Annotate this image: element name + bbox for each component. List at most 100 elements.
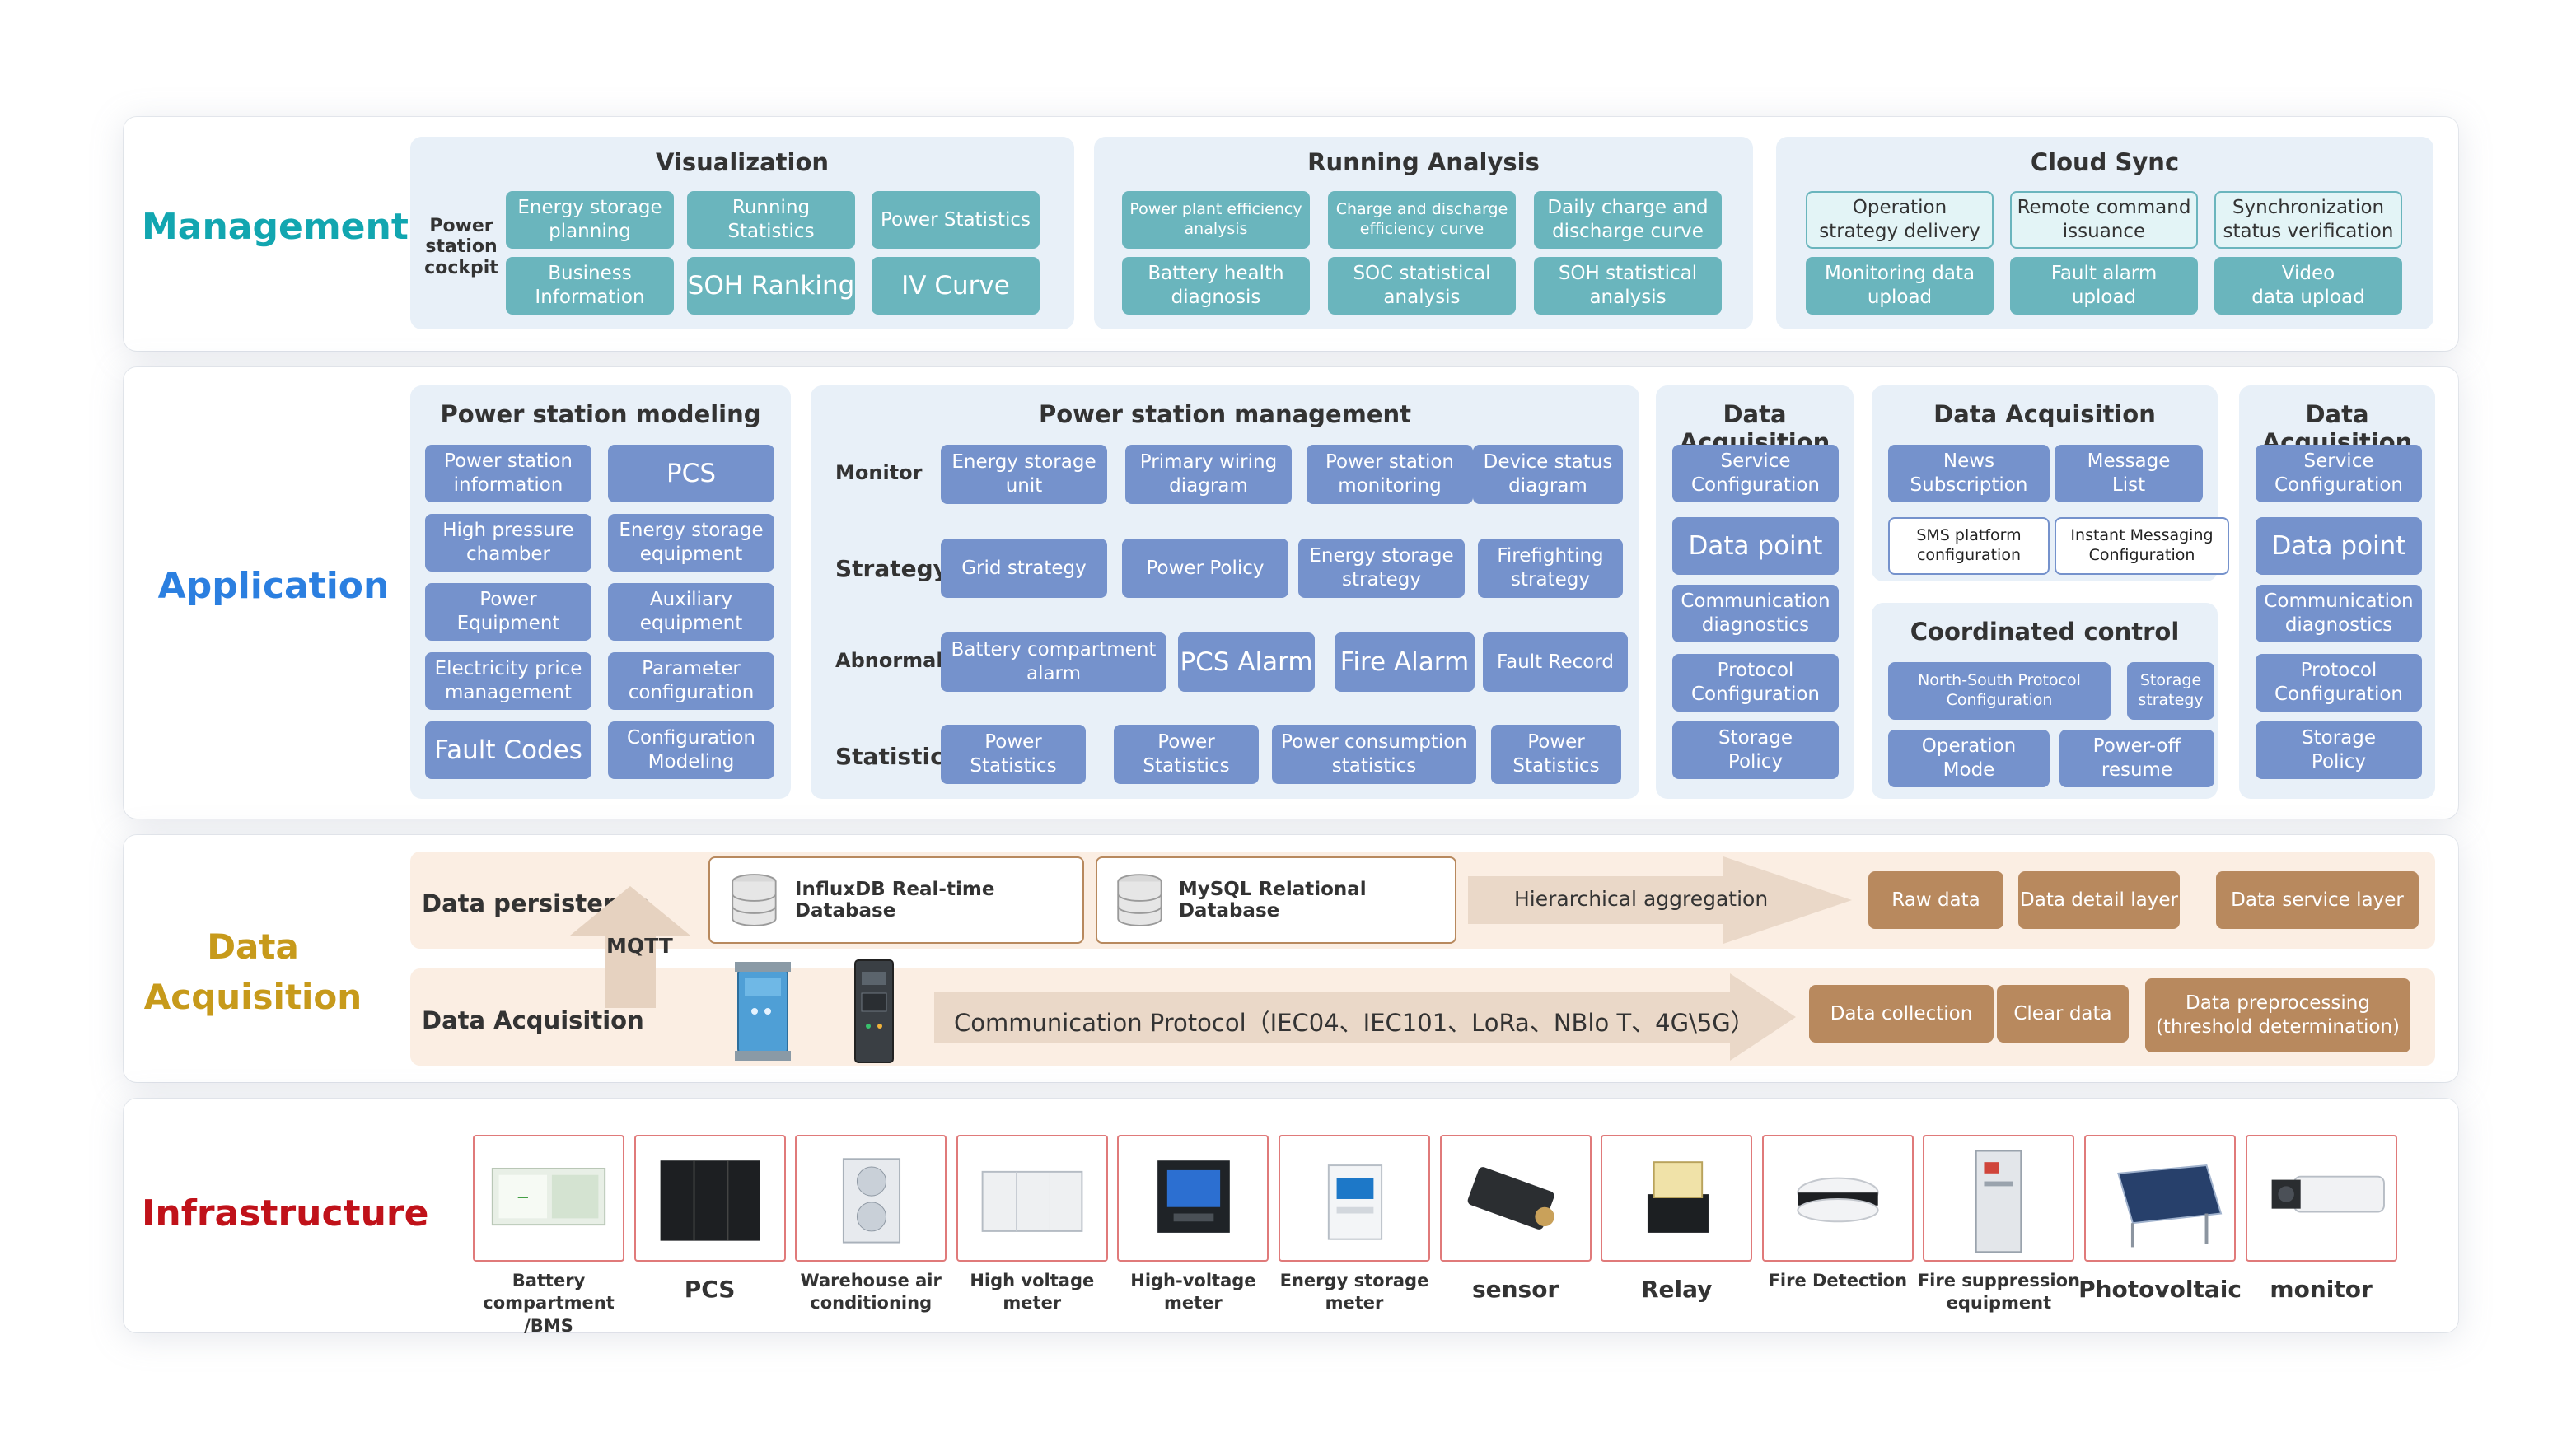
- power-station-cockpit-label: Power station cockpit: [424, 216, 498, 278]
- device-card-warehouse-air-conditioning[interactable]: [795, 1135, 947, 1262]
- cloud-sync-synchronization-status-verification[interactable]: Synchronization status verification: [2214, 191, 2402, 249]
- running-analysis-daily-charge-and-discharge-curve[interactable]: Daily charge and discharge curve: [1534, 191, 1722, 249]
- cloud-sync-video-data-upload[interactable]: Video data upload: [2214, 257, 2402, 315]
- modeling-high-pressure-chamber[interactable]: High pressure chamber: [425, 514, 591, 572]
- management-abnormal-fire-alarm[interactable]: Fire Alarm: [1335, 632, 1475, 692]
- cloud-sync-fault-alarm-upload[interactable]: Fault alarm upload: [2010, 257, 2198, 315]
- coordinated-storage-strategy[interactable]: Storage strategy: [2127, 662, 2214, 720]
- data-step-data-preprocessing-threshold-determination[interactable]: Data preprocessing (threshold determinat…: [2145, 978, 2410, 1052]
- device-card-fire-detection[interactable]: [1761, 1135, 1914, 1262]
- management-monitor-primary-wiring-diagram[interactable]: Primary wiring diagram: [1125, 445, 1292, 504]
- management-statistics-power-statistics[interactable]: Power Statistics: [1491, 725, 1621, 784]
- device-card-high-voltage-meter[interactable]: [1117, 1135, 1269, 1262]
- running-analysis-power-plant-efficiency-analysis[interactable]: Power plant efficiency analysis: [1122, 191, 1310, 249]
- device-card-sensor[interactable]: [1439, 1135, 1592, 1262]
- visualization-soh-ranking[interactable]: SOH Ranking: [687, 257, 855, 315]
- acq-left-service-configuration[interactable]: Service Configuration: [1672, 445, 1839, 502]
- management-abnormal-battery-compartment-alarm[interactable]: Battery compartment alarm: [941, 632, 1166, 692]
- acq-right-protocol-configuration[interactable]: Protocol Configuration: [2256, 654, 2422, 712]
- device-card-high-voltage-meter[interactable]: [956, 1135, 1108, 1262]
- device-card-pcs[interactable]: [633, 1135, 786, 1262]
- management-strategy-energy-storage-strategy[interactable]: Energy storage strategy: [1298, 539, 1465, 598]
- hv-cabinet-icon: [981, 1170, 1083, 1232]
- coordinated-north-south-protocol-configuration[interactable]: North-South Protocol Configuration: [1888, 662, 2111, 720]
- coordinated-control-title: Coordinated control: [1910, 618, 2180, 646]
- management-statistics-power-consumption-statistics[interactable]: Power consumption statistics: [1272, 725, 1476, 784]
- data-layer-data-detail-layer[interactable]: Data detail layer: [2018, 871, 2180, 929]
- modeling-electricity-price-management[interactable]: Electricity price management: [425, 652, 591, 710]
- coordinated-power-off-resume[interactable]: Power-off resume: [2059, 730, 2214, 787]
- mysql-label: MySQL Relational Database: [1178, 879, 1367, 922]
- management-statistics-power-statistics[interactable]: Power Statistics: [1114, 725, 1259, 784]
- device-label: High voltage meter: [970, 1271, 1095, 1314]
- device-card-photovoltaic[interactable]: [2084, 1135, 2236, 1262]
- cloud-sync-operation-strategy-delivery[interactable]: Operation strategy delivery: [1806, 191, 1994, 249]
- visualization-energy-storage-planning[interactable]: Energy storage planning: [506, 191, 674, 249]
- device-label: sensor: [1471, 1276, 1559, 1303]
- device-label: Photovoltaic: [2078, 1276, 2242, 1303]
- data-step-data-collection[interactable]: Data collection: [1809, 985, 1994, 1043]
- acq-left-communication-diagnostics[interactable]: Communication diagnostics: [1672, 585, 1839, 642]
- cloud-sync-monitoring-data-upload[interactable]: Monitoring data upload: [1806, 257, 1994, 315]
- acq-mid-instant-messaging-configuration[interactable]: Instant Messaging Configuration: [2055, 517, 2229, 575]
- cloud-sync-remote-command-issuance[interactable]: Remote command issuance: [2010, 191, 2198, 249]
- management-strategy-power-policy[interactable]: Power Policy: [1122, 539, 1288, 598]
- modeling-power-station-information[interactable]: Power station information: [425, 445, 591, 502]
- mqtt-label: MQTT: [606, 934, 673, 958]
- visualization-iv-curve[interactable]: IV Curve: [872, 257, 1040, 315]
- device-card-battery-compartment-bms[interactable]: —: [473, 1135, 624, 1262]
- visualization-running-statistics[interactable]: Running Statistics: [687, 191, 855, 249]
- panel-meter-icon: [1157, 1160, 1231, 1233]
- management-monitor-power-station-monitoring[interactable]: Power station monitoring: [1307, 445, 1473, 504]
- application-layer-title: Application: [157, 565, 390, 607]
- modeling-fault-codes[interactable]: Fault Codes: [425, 721, 591, 779]
- device-card-relay[interactable]: [1601, 1135, 1753, 1262]
- acq-right-service-configuration[interactable]: Service Configuration: [2256, 445, 2422, 502]
- acq-right-storage-policy[interactable]: Storage Policy: [2256, 721, 2422, 779]
- modeling-pcs[interactable]: PCS: [608, 445, 774, 502]
- data-step-clear-data[interactable]: Clear data: [1997, 985, 2129, 1043]
- running-analysis-soc-statistical-analysis[interactable]: SOC statistical analysis: [1328, 257, 1516, 315]
- data-layer-raw-data[interactable]: Raw data: [1868, 871, 2003, 929]
- acq-mid-sms-platform-configuration[interactable]: SMS platform configuration: [1888, 517, 2050, 575]
- running-analysis-battery-health-diagnosis[interactable]: Battery health diagnosis: [1122, 257, 1310, 315]
- device-label: Relay: [1640, 1276, 1713, 1303]
- row-label-strategy: Strategy: [835, 555, 948, 582]
- modeling-power-equipment[interactable]: Power Equipment: [425, 583, 591, 641]
- data-layer-data-service-layer[interactable]: Data service layer: [2216, 871, 2419, 929]
- modeling-configuration-modeling[interactable]: Configuration Modeling: [608, 721, 774, 779]
- management-statistics-power-statistics[interactable]: Power Statistics: [941, 725, 1086, 784]
- management-monitor-device-status-diagram[interactable]: Device status diagram: [1473, 445, 1623, 504]
- device-card-fire-suppression-equipment[interactable]: [1923, 1135, 2075, 1262]
- management-strategy-firefighting-strategy[interactable]: Firefighting strategy: [1478, 539, 1623, 598]
- management-layer-title: Management: [142, 206, 409, 248]
- device-label: Battery compartment /BMS: [483, 1271, 615, 1336]
- device-label: Warehouse air conditioning: [800, 1271, 942, 1314]
- coordinated-operation-mode[interactable]: Operation Mode: [1888, 730, 2050, 787]
- management-strategy-grid-strategy[interactable]: Grid strategy: [941, 539, 1107, 598]
- acq-right-communication-diagnostics[interactable]: Communication diagnostics: [2256, 585, 2422, 642]
- running-analysis-soh-statistical-analysis[interactable]: SOH statistical analysis: [1534, 257, 1722, 315]
- visualization-power-statistics[interactable]: Power Statistics: [872, 191, 1040, 249]
- influxdb-box[interactable]: InfluxDB Real-time Database: [708, 856, 1084, 944]
- modeling-energy-storage-equipment[interactable]: Energy storage equipment: [608, 514, 774, 572]
- acq-right-data-point[interactable]: Data point: [2256, 517, 2422, 575]
- influxdb-label: InfluxDB Real-time Database: [794, 879, 995, 922]
- mysql-box[interactable]: MySQL Relational Database: [1096, 856, 1456, 944]
- acq-mid-news-subscription[interactable]: News Subscription: [1888, 445, 2050, 502]
- management-monitor-energy-storage-unit[interactable]: Energy storage unit: [941, 445, 1107, 504]
- device-card-monitor[interactable]: [2245, 1135, 2397, 1262]
- data-acquisition-mid-title: Data Acquisition: [1933, 400, 2156, 428]
- modeling-auxiliary-equipment[interactable]: Auxiliary equipment: [608, 583, 774, 641]
- management-abnormal-pcs-alarm[interactable]: PCS Alarm: [1178, 632, 1315, 692]
- acq-left-protocol-configuration[interactable]: Protocol Configuration: [1672, 654, 1839, 712]
- row-label-monitor: Monitor: [835, 461, 923, 484]
- acq-mid-message-list[interactable]: Message List: [2055, 445, 2203, 502]
- modeling-parameter-configuration[interactable]: Parameter configuration: [608, 652, 774, 710]
- device-card-energy-storage-meter[interactable]: [1279, 1135, 1430, 1262]
- visualization-business-information[interactable]: Business Information: [506, 257, 674, 315]
- running-analysis-charge-and-discharge-efficiency-curve[interactable]: Charge and discharge efficiency curve: [1328, 191, 1516, 249]
- acq-left-storage-policy[interactable]: Storage Policy: [1672, 721, 1839, 779]
- management-abnormal-fault-record[interactable]: Fault Record: [1483, 632, 1628, 692]
- acq-left-data-point[interactable]: Data point: [1672, 517, 1839, 575]
